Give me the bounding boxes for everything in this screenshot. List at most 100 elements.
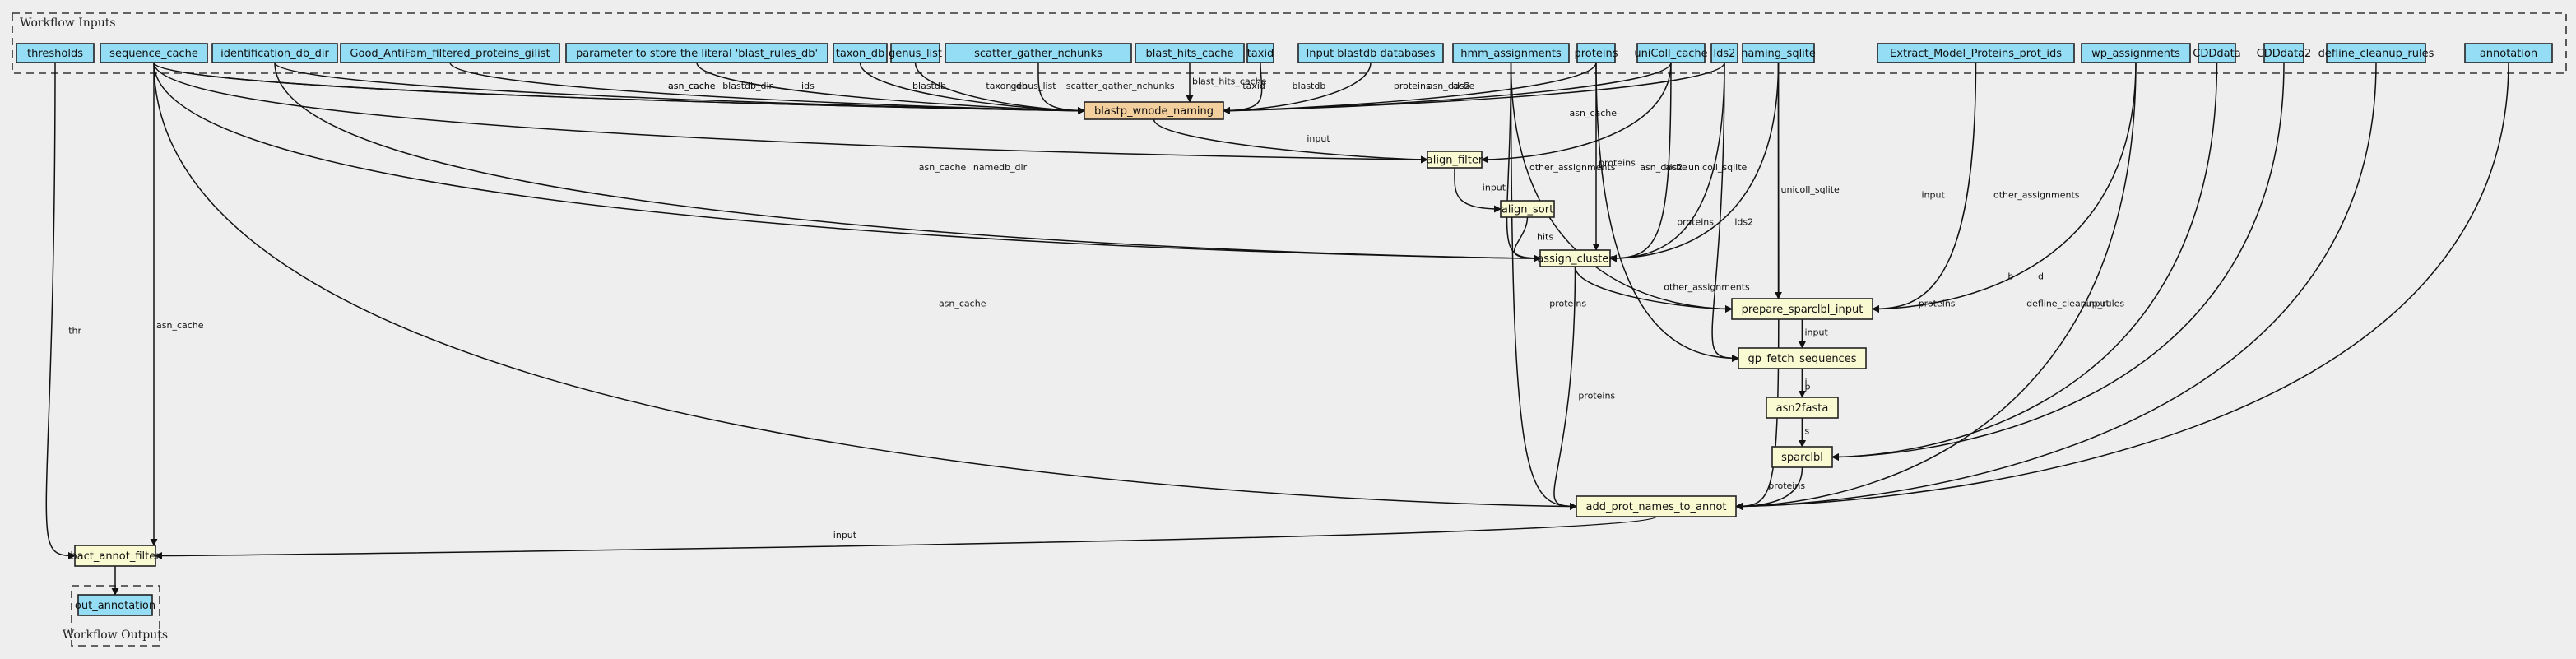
node-box [890,43,940,63]
edge-label: input [1483,183,1506,193]
edge-label: blastdb [912,81,946,91]
edge-label: unicoll_sqlite [1688,162,1748,173]
node-label: hmm_assignments [1460,48,1562,60]
node-box [74,545,156,567]
edge-label: lds2 [1451,81,1470,91]
node-box [340,43,560,63]
edge-label: scatter_gather_nchunks [1066,81,1175,91]
node-asn2fasta[interactable]: asn2fasta [1766,397,1839,419]
node-box [1135,43,1245,63]
node-good-antifam-filtered-proteins-gilist[interactable]: Good_AntiFam_filtered_proteins_gilist [340,43,560,63]
node-extract-model-proteins-prot-ids[interactable]: Extract_Model_Proteins_prot_ids [1877,43,2075,63]
edge-label: d [2038,271,2044,282]
edge-label: defline_cleanup_rules [2026,299,2124,309]
node-label: align_filter [1427,155,1483,167]
node-label: out_annotation [75,600,155,612]
node-box [1576,495,1737,517]
node-wp-assignments[interactable]: wp_assignments [2081,43,2191,63]
edge-wp-assignments-to-prepare-sparclbl-input [1872,62,2137,313]
node-blastp-wnode-naming[interactable]: blastp_wnode_naming [1084,101,1224,120]
edge-label: other_assignments [1529,162,1616,173]
node-bact-annot-filter[interactable]: bact_annot_filter [70,545,160,567]
edge-naming-sqlite-to-add-prot-names-to-annot [1735,62,1780,510]
edge-label: taxid [1242,81,1265,91]
node-identification-db-dir[interactable]: identification_db_dir [211,43,338,63]
edge-label: namedb_dir [973,162,1028,173]
node-genus-list[interactable]: genus_list [889,43,942,63]
edge-label: proteins [1677,217,1714,228]
edge-label: asn_cache [668,81,716,91]
edge-hmm-assignments-to-add-prot-names-to-annot [1510,62,1577,510]
edge-label: lds2 [1734,217,1753,228]
node-label: Good_AntiFam_filtered_proteins_gilist [350,48,550,60]
node-box [1539,249,1611,267]
node-defline-cleanup-rules[interactable]: defline_cleanup_rules [2318,43,2434,63]
edge-label: other_assignments [1993,190,2080,201]
node-naming-sqlite[interactable]: naming_sqlite [1741,43,1816,63]
node-box [1738,347,1867,369]
edge-label: proteins [1768,480,1805,491]
workflow-inputs-label: Workflow Inputs [20,16,116,30]
node-taxon-db[interactable]: taxon_db [833,43,888,63]
node-label: blast_hits_cache [1146,48,1234,60]
node-blastdb[interactable]: Input blastdb databases [1297,43,1444,63]
node-align-filter[interactable]: align_filter [1427,151,1483,169]
node-sequence-cache[interactable]: sequence_cache [100,43,208,63]
edge-label: asn_cache [919,162,967,173]
node-assign-cluster[interactable]: assign_cluster [1537,249,1613,267]
node-cdddata[interactable]: CDDdata [2193,43,2241,63]
node-box [1731,298,1873,320]
node-label: asn2fasta [1776,402,1829,415]
edge-label: b [2007,271,2013,282]
node-label: CDDdata2 [2257,48,2312,60]
node-box [1636,43,1706,63]
edge-label: i [1805,376,1808,387]
node-box [1500,200,1555,218]
node-hmm-assignments[interactable]: hmm_assignments [1452,43,1570,63]
node-box [945,43,1132,63]
edge-sequence-cache-to-align-filter [153,62,1428,164]
node-add-prot-names-to-annot[interactable]: add_prot_names_to_annot [1576,495,1737,517]
node-blast-rules-db[interactable]: parameter to store the literal 'blast_ru… [565,43,828,63]
node-box [100,43,208,63]
node-taxid[interactable]: taxid [1246,43,1274,63]
edge-proteins-to-gp-fetch-sequences [1595,62,1739,362]
edge-label: input [2086,299,2110,309]
edge-label: proteins [1394,81,1431,91]
edge-label: input [833,530,857,541]
edge-label: unicoll_sqlite [1781,184,1840,195]
node-annotation[interactable]: annotation [2464,43,2553,63]
node-label: parameter to store the literal 'blast_ru… [576,48,818,60]
node-thresholds[interactable]: thresholds [16,43,95,63]
node-gp-fetch-sequences[interactable]: gp_fetch_sequences [1738,347,1867,369]
edge-sequence-cache-to-add-prot-names-to-annot [153,62,1577,510]
node-label: sparclbl [1781,452,1823,464]
edge-identification-db-dir-to-assign-cluster [274,62,1541,262]
node-label: CDDdata [2193,48,2240,60]
node-scatter-gather-nchunks[interactable]: scatter_gather_nchunks [945,43,1132,63]
edge-label: asn_cache [939,299,986,309]
edge-label: blastdb [1293,81,1326,91]
node-box [16,43,95,63]
node-proteins[interactable]: proteins [1575,43,1618,63]
edge-label: asn_cache [156,320,204,331]
node-sparclbl[interactable]: sparclbl [1771,446,1833,468]
node-out-annotation[interactable]: out_annotation [75,594,155,616]
node-label: bact_annot_filter [70,550,160,563]
node-blast-hits-cache[interactable]: blast_hits_cache [1135,43,1245,63]
node-unicoll-cache[interactable]: uniColl_cache [1634,43,1708,63]
node-lds2[interactable]: lds2 [1710,43,1738,63]
node-cdddata2[interactable]: CDDdata2 [2257,43,2312,63]
node-label: gp_fetch_sequences [1748,353,1857,365]
edge-sequence-cache-to-blastp-wnode-naming [153,62,1085,114]
node-prepare-sparclbl-input[interactable]: prepare_sparclbl_input [1731,298,1873,320]
edge-label: asn_cache [668,81,716,91]
node-label: assign_cluster [1537,253,1613,266]
edge-label: proteins [1578,390,1615,401]
node-label: wp_assignments [2091,48,2180,60]
node-box [1084,101,1224,120]
node-align-sort[interactable]: align_sort [1500,200,1555,218]
node-label: annotation [2480,48,2537,60]
edge-align-filter-to-align-sort [1454,167,1502,213]
